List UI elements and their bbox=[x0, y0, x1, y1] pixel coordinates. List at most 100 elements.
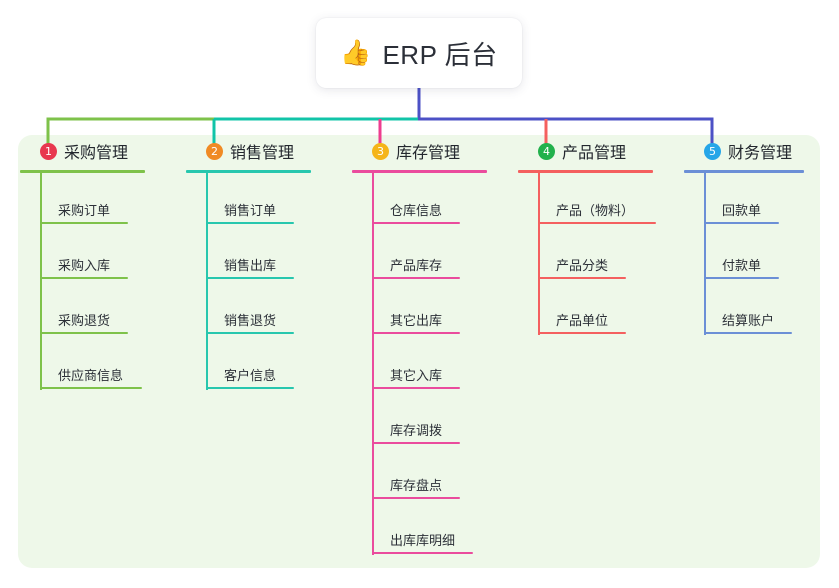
branch-item-underline bbox=[40, 332, 128, 334]
branch-item-underline bbox=[704, 277, 779, 279]
branch-spine bbox=[372, 173, 374, 555]
branch-item[interactable]: 销售订单 bbox=[206, 173, 346, 228]
branch-item-label: 采购入库 bbox=[58, 258, 111, 273]
branch-number-badge: 1 bbox=[40, 142, 57, 160]
branch-header-1[interactable]: 1 采购管理 bbox=[20, 135, 180, 167]
branch-item-label: 采购退货 bbox=[58, 313, 111, 328]
branch-item[interactable]: 仓库信息 bbox=[372, 173, 522, 228]
branch-item[interactable]: 采购退货 bbox=[40, 283, 180, 338]
branch-title: 库存管理 bbox=[396, 145, 461, 162]
branch-item-label: 产品单位 bbox=[556, 313, 609, 328]
branch-item-underline bbox=[206, 387, 294, 389]
branch-item-label: 回款单 bbox=[722, 203, 762, 218]
branch-item-label: 其它出库 bbox=[390, 313, 443, 328]
branch-item-label: 客户信息 bbox=[224, 368, 277, 383]
branch-item-label: 库存盘点 bbox=[390, 478, 443, 493]
branch-item-underline bbox=[372, 387, 460, 389]
branch-number-badge: 3 bbox=[372, 142, 389, 160]
branch-item-list: 回款单付款单结算账户 bbox=[684, 173, 839, 338]
branch-item[interactable]: 出库库明细 bbox=[372, 503, 522, 558]
branch-item-underline bbox=[372, 442, 460, 444]
branch-number-badge: 5 bbox=[704, 142, 721, 160]
branch-item-label: 销售退货 bbox=[224, 313, 277, 328]
branch-item[interactable]: 产品单位 bbox=[538, 283, 688, 338]
branch-item-underline bbox=[538, 277, 626, 279]
branch-column-3: 3 库存管理仓库信息产品库存其它出库其它入库库存调拨库存盘点出库库明细 bbox=[352, 135, 522, 558]
branch-underline bbox=[352, 170, 487, 173]
branch-item-label: 付款单 bbox=[722, 258, 762, 273]
branch-column-5: 5 财务管理回款单付款单结算账户 bbox=[684, 135, 839, 338]
branch-underline bbox=[684, 170, 804, 173]
branch-item-underline bbox=[704, 332, 792, 334]
branch-header-2[interactable]: 2 销售管理 bbox=[186, 135, 346, 167]
thumbs-up-icon: 👍 bbox=[340, 38, 372, 67]
branch-columns: 1 采购管理采购订单采购入库采购退货供应商信息 2 销售管理销售订单销售出库销售退货客… bbox=[0, 135, 839, 568]
branch-item[interactable]: 产品（物料） bbox=[538, 173, 688, 228]
branch-title: 财务管理 bbox=[728, 145, 793, 162]
branch-header-5[interactable]: 5 财务管理 bbox=[684, 135, 839, 167]
branch-spine bbox=[40, 173, 42, 390]
branch-item-list: 销售订单销售出库销售退货客户信息 bbox=[186, 173, 346, 393]
branch-item[interactable]: 销售出库 bbox=[206, 228, 346, 283]
root-node[interactable]: 👍 ERP 后台 bbox=[316, 18, 522, 88]
branch-spine bbox=[206, 173, 208, 390]
branch-item-underline bbox=[372, 497, 460, 499]
branch-title: 销售管理 bbox=[230, 145, 295, 162]
branch-item[interactable]: 销售退货 bbox=[206, 283, 346, 338]
branch-item-underline bbox=[372, 277, 460, 279]
branch-item-label: 销售订单 bbox=[224, 203, 277, 218]
branch-item[interactable]: 产品分类 bbox=[538, 228, 688, 283]
branch-item[interactable]: 回款单 bbox=[704, 173, 839, 228]
branch-number-badge: 2 bbox=[206, 142, 223, 160]
branch-title: 采购管理 bbox=[64, 145, 129, 162]
branch-item-label: 其它入库 bbox=[390, 368, 443, 383]
branch-item[interactable]: 采购入库 bbox=[40, 228, 180, 283]
branch-item-underline bbox=[40, 387, 142, 389]
branch-item[interactable]: 其它出库 bbox=[372, 283, 522, 338]
branch-item-label: 产品（物料） bbox=[556, 203, 635, 218]
branch-column-2: 2 销售管理销售订单销售出库销售退货客户信息 bbox=[186, 135, 346, 393]
branch-spine bbox=[704, 173, 706, 335]
branch-item[interactable]: 客户信息 bbox=[206, 338, 346, 393]
branch-item-underline bbox=[206, 277, 294, 279]
branch-item-underline bbox=[372, 332, 460, 334]
branch-item-label: 供应商信息 bbox=[58, 368, 124, 383]
branch-header-3[interactable]: 3 库存管理 bbox=[352, 135, 522, 167]
root-node-title: ERP 后台 bbox=[382, 39, 498, 70]
branch-item-label: 产品库存 bbox=[390, 258, 443, 273]
root-node-content: 👍 ERP 后台 bbox=[340, 35, 497, 72]
branch-item[interactable]: 采购订单 bbox=[40, 173, 180, 228]
branch-item-label: 销售出库 bbox=[224, 258, 277, 273]
branch-item-underline bbox=[206, 332, 294, 334]
branch-item-list: 产品（物料） 产品分类产品单位 bbox=[518, 173, 688, 338]
branch-item-underline bbox=[704, 222, 779, 224]
branch-column-1: 1 采购管理采购订单采购入库采购退货供应商信息 bbox=[20, 135, 180, 393]
branch-item-label: 仓库信息 bbox=[390, 203, 443, 218]
branch-item-underline bbox=[538, 222, 656, 224]
branch-item-underline bbox=[372, 222, 460, 224]
branch-item-underline bbox=[538, 332, 626, 334]
branch-item[interactable]: 产品库存 bbox=[372, 228, 522, 283]
branch-underline bbox=[518, 170, 653, 173]
branch-underline bbox=[186, 170, 311, 173]
branch-title: 产品管理 bbox=[562, 145, 627, 162]
branch-item[interactable]: 其它入库 bbox=[372, 338, 522, 393]
branch-item-list: 仓库信息产品库存其它出库其它入库库存调拨库存盘点出库库明细 bbox=[352, 173, 522, 558]
branch-item[interactable]: 付款单 bbox=[704, 228, 839, 283]
branch-item[interactable]: 库存盘点 bbox=[372, 448, 522, 503]
branch-item[interactable]: 供应商信息 bbox=[40, 338, 180, 393]
branch-spine bbox=[538, 173, 540, 335]
branch-underline bbox=[20, 170, 145, 173]
content-panel bbox=[18, 135, 820, 568]
branch-item-underline bbox=[206, 222, 294, 224]
branch-item-label: 产品分类 bbox=[556, 258, 609, 273]
branch-item[interactable]: 库存调拨 bbox=[372, 393, 522, 448]
branch-item-label: 采购订单 bbox=[58, 203, 111, 218]
branch-item-underline bbox=[372, 552, 473, 554]
branch-item[interactable]: 结算账户 bbox=[704, 283, 839, 338]
branch-item-label: 结算账户 bbox=[722, 313, 775, 328]
branch-item-underline bbox=[40, 277, 128, 279]
